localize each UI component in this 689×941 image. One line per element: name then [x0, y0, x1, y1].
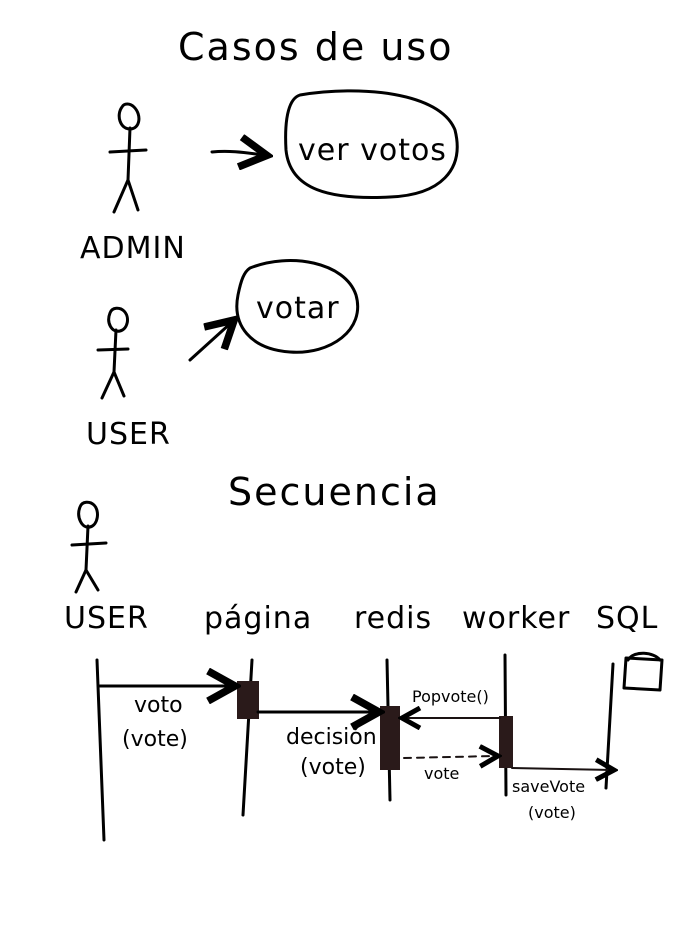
- message-savevote-param: (vote): [528, 803, 576, 822]
- use-cases-title: Casos de uso: [178, 25, 453, 69]
- lifeline-user: [95, 658, 106, 842]
- message-popvote-label: Popvote(): [412, 687, 489, 706]
- activation-pagina: [237, 681, 259, 719]
- user-actor-figure: [96, 306, 130, 400]
- votar-use-case-label: votar: [256, 291, 340, 326]
- ver-votos-use-case-label: ver votos: [298, 133, 447, 168]
- sequence-user-actor-figure: [70, 500, 108, 594]
- sequence-title: Secuencia: [228, 470, 441, 514]
- database-icon: [622, 651, 664, 692]
- participant-redis-label: redis: [354, 601, 432, 636]
- message-decision-label: decisión: [286, 725, 377, 750]
- participant-pagina-label: página: [204, 601, 312, 636]
- user-association-arrow: [188, 322, 232, 362]
- admin-actor-figure: [108, 102, 148, 214]
- message-savevote-label: saveVote: [512, 777, 585, 796]
- activation-redis: [380, 706, 400, 770]
- participant-user-label: USER: [64, 601, 149, 636]
- message-savevote-arrow: [511, 768, 612, 770]
- participant-worker-label: worker: [462, 601, 570, 636]
- ver-votos-use-case-ellipse: [284, 89, 459, 199]
- participant-sql-label: SQL: [596, 601, 658, 636]
- message-voto-param: (vote): [122, 727, 188, 752]
- message-voto-label: voto: [134, 693, 183, 718]
- message-vote-return-label: vote: [424, 764, 459, 783]
- admin-association-arrow: [210, 151, 264, 155]
- message-vote-return-arrow: [403, 756, 496, 758]
- activation-worker: [499, 716, 513, 768]
- message-decision-param: (vote): [300, 755, 366, 780]
- user-label: USER: [86, 417, 171, 452]
- votar-use-case-ellipse: [235, 259, 360, 354]
- admin-label: ADMIN: [80, 231, 186, 266]
